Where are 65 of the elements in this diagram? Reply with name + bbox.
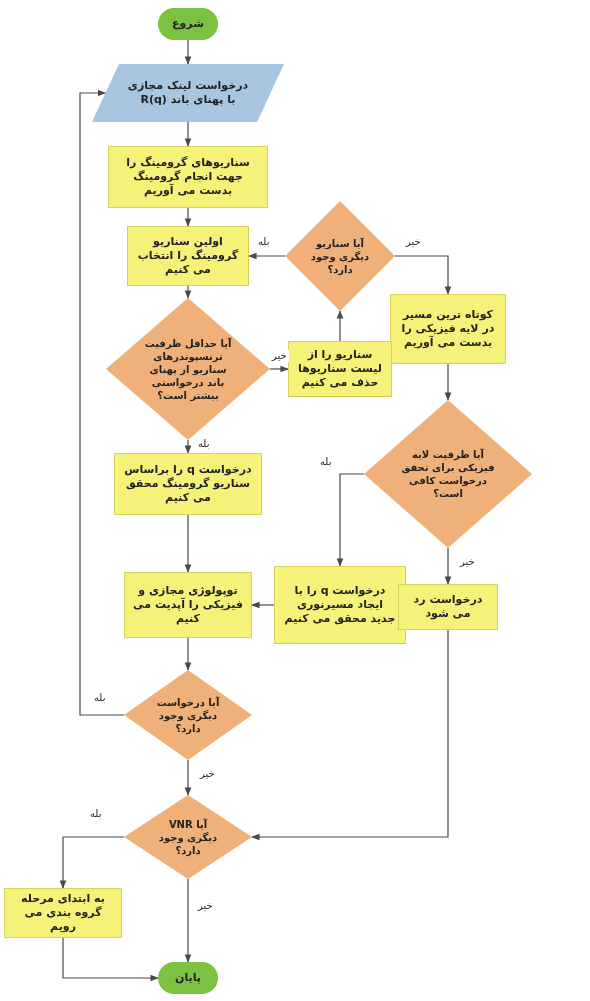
connector-arrow: [62, 937, 159, 982]
node-text: شروع: [172, 16, 204, 32]
connector-arrow: [394, 255, 452, 295]
decision-diamond: [364, 400, 532, 548]
edge-label: بله: [88, 808, 104, 820]
connector-arrow: [444, 547, 452, 585]
connector-arrow: [184, 285, 192, 299]
edge-label: خیر: [196, 900, 215, 912]
node-text: کوتاه ترین مسیر در لایه فیزیکی را بدست می آوریم: [400, 307, 496, 351]
connector-arrow: [184, 637, 192, 671]
connector-arrow: [184, 759, 192, 796]
decision-diamond: [106, 298, 270, 440]
node-text: درخواست q را با ایجاد مسیرنوری جدید محقق می کنیم: [283, 583, 397, 627]
process-box: [124, 572, 252, 638]
connector-arrow: [184, 878, 192, 963]
node-text: سناریوهای گرومینگ را جهت انجام گرومینگ بدست می آوریم: [125, 155, 251, 199]
node-text: درخواست لینک مجازی با پهنای باند R(q): [126, 78, 250, 108]
edge-label: خیر: [458, 556, 477, 568]
connector-arrow: [336, 310, 344, 342]
node-text: سناریو را از لیست سناریوها حذف می کنیم: [297, 347, 383, 391]
node-text: توپولوژی مجازی و فیزیکی را آپدیت می کنیم: [133, 583, 243, 627]
connector-arrow: [251, 629, 449, 841]
node-text: آیا VNR دیگری وجود دارد؟: [157, 817, 219, 857]
edge-label: بله: [318, 456, 334, 468]
input-parallelogram: [92, 64, 284, 122]
node-text: درخواست رد می شود: [412, 592, 484, 622]
process-box: [288, 341, 392, 397]
node-text: درخواست q را براساس سناریو گرومینگ محقق می کنیم: [123, 462, 253, 506]
edge-label: خیر: [404, 236, 423, 248]
node-text: به ابتدای مرحله گروه بندی می رویم: [20, 891, 106, 935]
node-text: آیا ظرفیت لایه فیزیکی برای تحقق درخواست کافی است؟: [400, 448, 496, 500]
connector-arrow: [184, 207, 192, 227]
node-text: آیا حداقل ظرفیت ترنسپوندرهای سناریو از پهنای باند درخواستی بیشتر است؟: [143, 336, 233, 402]
connector-arrow: [184, 439, 192, 454]
decision-diamond: [124, 795, 252, 879]
decision-diamond: [124, 670, 252, 760]
connector-arrow: [251, 601, 275, 609]
node-text: آیا درخواست دیگری وجود دارد؟: [155, 695, 221, 735]
edge-label: بله: [92, 692, 108, 704]
connector-arrow: [248, 252, 286, 260]
process-box: [108, 146, 268, 208]
terminal-pill: [158, 962, 218, 994]
connector-arrow: [184, 121, 192, 147]
connector-arrow: [269, 365, 289, 373]
process-box: [398, 584, 498, 630]
connector-arrow: [336, 473, 365, 567]
decision-diamond: [285, 201, 395, 311]
connector-arrow: [79, 89, 125, 716]
process-box: [114, 453, 262, 515]
edge-label: خیر: [270, 350, 289, 362]
connector-arrow: [184, 514, 192, 573]
connector-arrow: [59, 836, 125, 889]
process-box: [274, 566, 406, 644]
edge-label: خیر: [198, 768, 217, 780]
terminal-pill: [158, 8, 218, 40]
process-box: [390, 294, 506, 364]
node-text: اولین سناریو گرومینگ را انتخاب می کنیم: [136, 234, 240, 278]
node-text: پایان: [175, 970, 201, 986]
node-text: آیا سناریو دیگری وجود دارد؟: [309, 236, 371, 276]
process-box: [4, 888, 122, 938]
process-box: [127, 226, 249, 286]
edge-label: بله: [196, 438, 212, 450]
edge-label: بله: [256, 236, 272, 248]
connector-arrow: [444, 363, 452, 401]
connector-arrow: [184, 39, 192, 65]
